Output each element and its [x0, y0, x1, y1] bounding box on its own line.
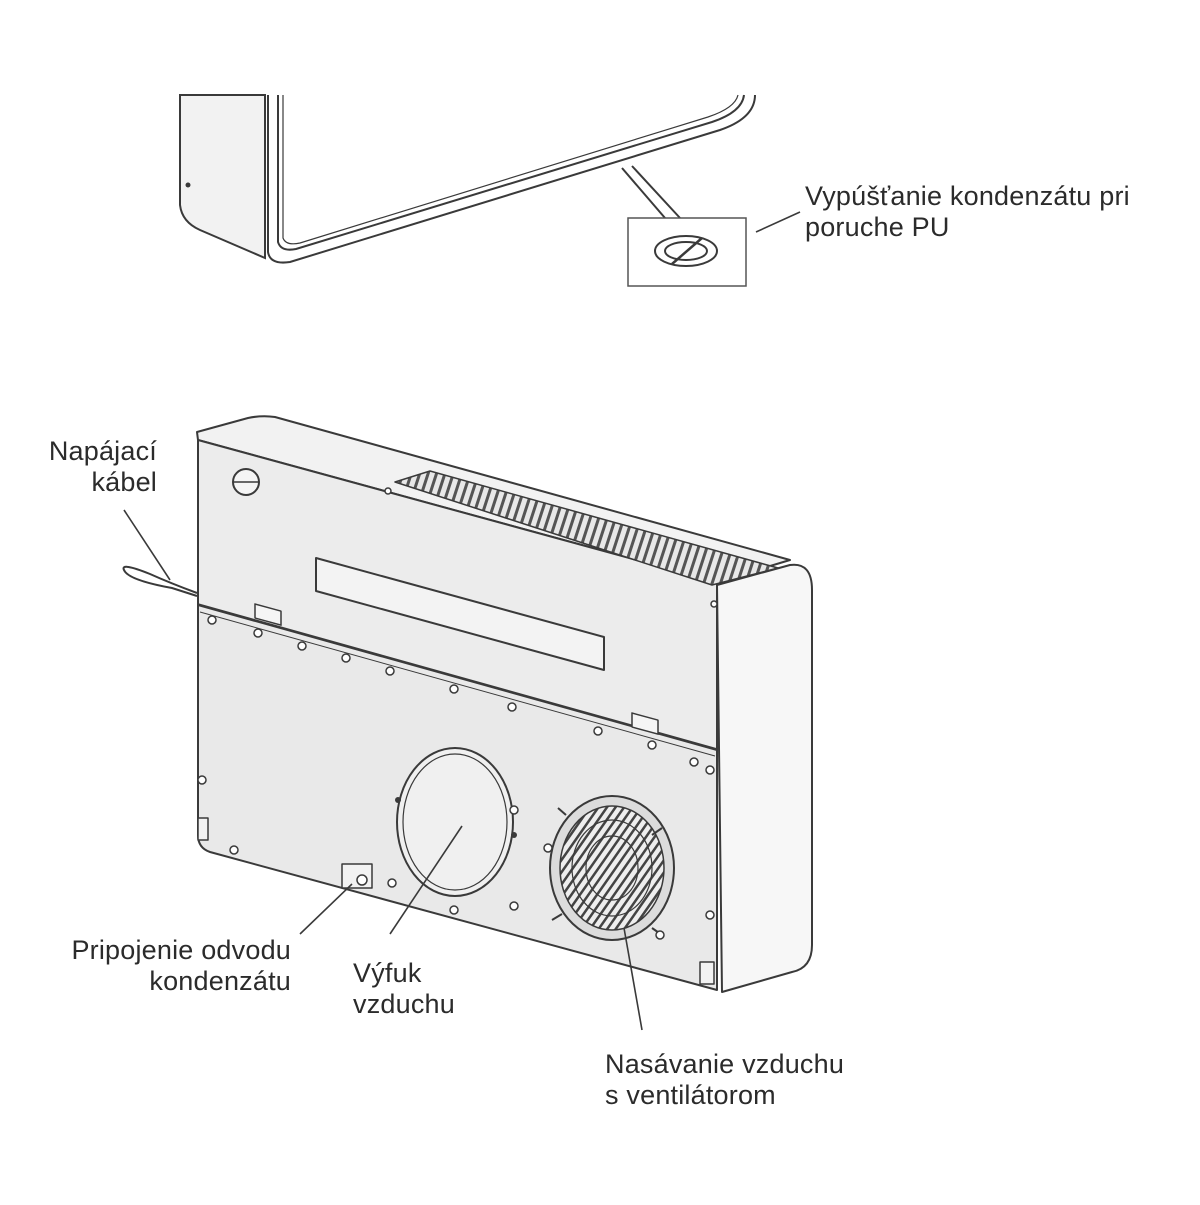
front-slot — [315, 557, 605, 671]
fan-intake — [549, 795, 675, 941]
front-frame-outer — [267, 94, 756, 264]
label-air-exhaust-line2: vzduchu — [353, 989, 455, 1019]
drain-plug-icon — [654, 235, 718, 267]
front-frame-inner — [277, 94, 745, 251]
drain-connector — [341, 863, 373, 889]
label-air-exhaust-line1: Výfuk — [353, 958, 422, 988]
label-condensate-emergency-drain-line2: poruche PU — [805, 212, 950, 242]
label-air-intake-fan-line2: s ventilátorom — [605, 1080, 776, 1110]
label-condensate-drain-connection-line1: Pripojenie odvodu — [71, 935, 291, 965]
label-air-exhaust: Výfuk vzduchu — [353, 958, 455, 1020]
label-power-cable-line2: kábel — [91, 467, 157, 497]
label-power-cable: Napájací kábel — [49, 436, 157, 498]
top-grille — [394, 470, 779, 586]
cable-grommet-icon — [232, 468, 260, 496]
label-air-intake-fan-line1: Nasávanie vzduchu — [605, 1049, 845, 1079]
label-power-cable-line1: Napájací — [48, 436, 157, 466]
label-air-intake-fan: Nasávanie vzduchu s ventilátorom — [605, 1049, 844, 1111]
leader-lines — [123, 509, 643, 1031]
label-condensate-emergency-drain: Vypúšťanie kondenzátu pri poruche PU — [805, 181, 1130, 243]
power-cable — [122, 565, 198, 597]
air-exhaust-opening — [395, 747, 517, 897]
label-condensate-drain-connection-line2: kondenzátu — [149, 966, 291, 996]
unit-main — [196, 415, 813, 993]
unit-side-face — [716, 563, 813, 993]
label-condensate-emergency-drain-line1: Vypúšťanie kondenzátu pri — [805, 181, 1130, 211]
unit-bottom-detail — [179, 94, 801, 287]
screws — [197, 487, 718, 940]
label-condensate-drain-connection: Pripojenie odvodu kondenzátu — [71, 935, 291, 997]
side-face — [179, 94, 266, 260]
